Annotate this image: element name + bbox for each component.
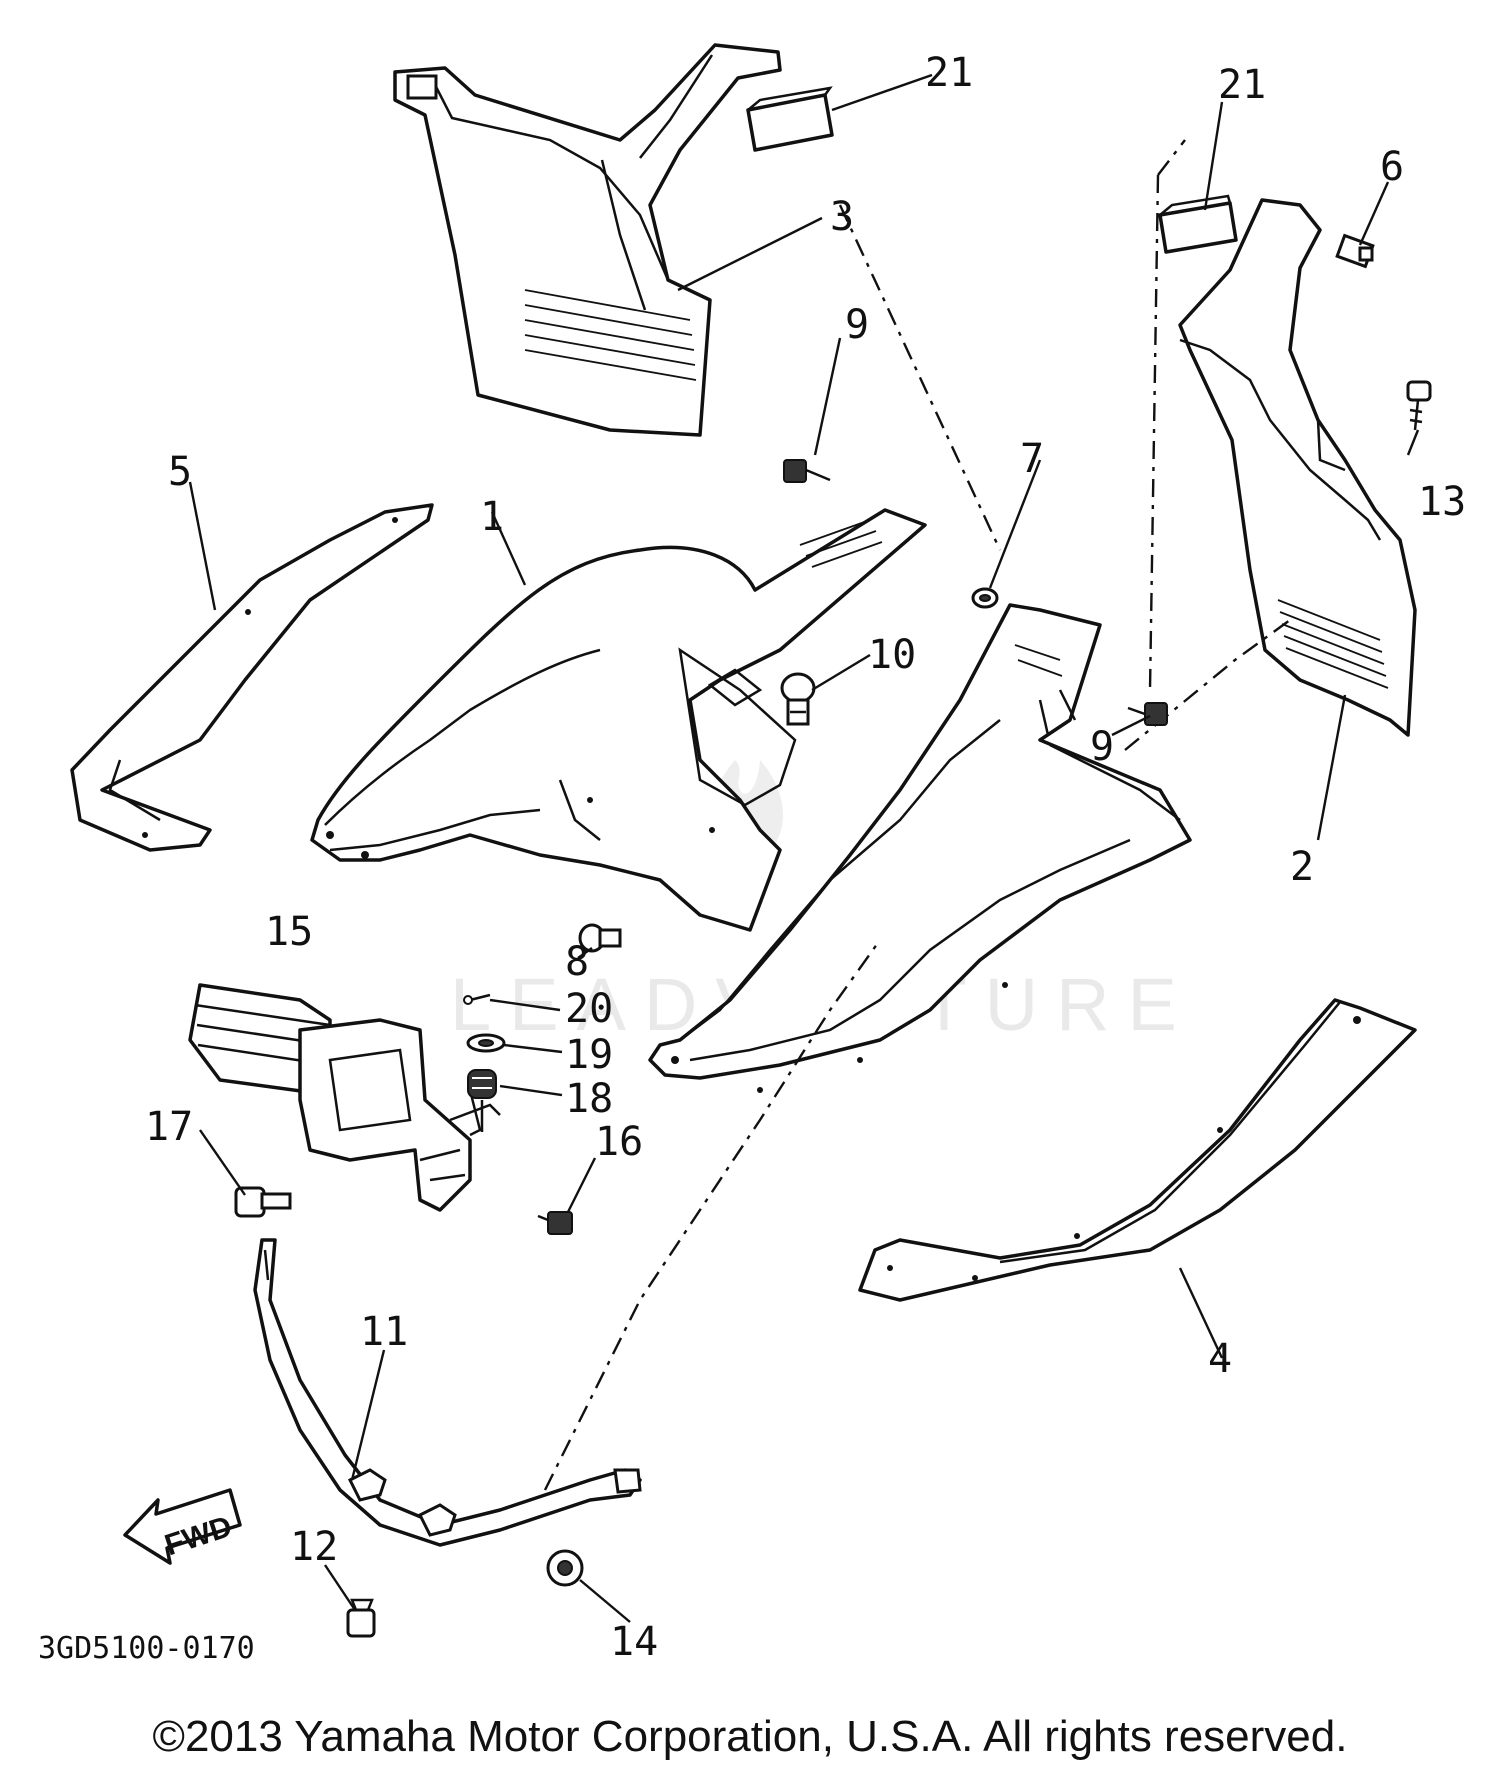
callout-4: 4	[1208, 1336, 1232, 1382]
callout-14: 14	[610, 1619, 658, 1665]
washer-7-icon	[971, 587, 999, 609]
nut-14-icon	[546, 1549, 584, 1587]
part-3-left-side-cover	[393, 43, 782, 437]
nut-16-icon	[537, 1211, 573, 1235]
callout-8: 8	[565, 939, 589, 985]
callout-20: 20	[565, 986, 613, 1032]
washer-19-icon	[466, 1033, 506, 1053]
bolt-8-icon	[578, 923, 622, 953]
callout-1: 1	[480, 494, 504, 540]
callout-7: 7	[1020, 436, 1044, 482]
callout-13: 13	[1418, 479, 1466, 525]
bolt-9-upper-icon	[783, 459, 831, 483]
bolt-12-icon	[346, 1598, 376, 1638]
pin-20-icon	[463, 993, 491, 1005]
leader-lines	[188, 73, 1420, 1623]
grommet-10-icon	[780, 672, 816, 726]
part-21-pad-left	[746, 86, 834, 152]
callout-17: 17	[145, 1104, 193, 1150]
callout-2: 2	[1290, 844, 1314, 890]
copyright-notice: ©2013 Yamaha Motor Corporation, U.S.A. A…	[152, 1712, 1348, 1761]
callout-21-right: 21	[1218, 62, 1266, 108]
part-1-front-fender	[648, 603, 1192, 1093]
callouts: 21 21 6 3 9 7 13 5 1 10 9 2 8 15 20 19 1…	[38, 50, 1466, 1666]
bolt-17-icon	[234, 1186, 292, 1218]
part-2-right-side-cover	[1178, 198, 1417, 737]
callout-5: 5	[168, 449, 192, 495]
callout-16: 16	[595, 1119, 643, 1165]
part-21-pad-right	[1158, 194, 1238, 254]
callout-3: 3	[830, 194, 854, 240]
screw-13-icon	[1406, 380, 1432, 431]
part-15-carrier	[188, 983, 501, 1212]
callout-15: 15	[265, 909, 313, 955]
callout-21-top: 21	[925, 50, 973, 96]
callout-10: 10	[868, 632, 916, 678]
centerlines	[543, 139, 1291, 1491]
part-5-rear-flap	[70, 503, 434, 852]
bolt-9-lower-icon	[1127, 702, 1168, 726]
damper-18-icon	[467, 1069, 497, 1132]
part-4-mud-flap	[858, 998, 1417, 1302]
part-1-rear-fender	[310, 508, 927, 932]
callout-9-upper: 9	[845, 302, 869, 348]
callout-9-lower: 9	[1090, 724, 1114, 770]
bolt-6-icon	[1335, 233, 1375, 269]
part-11-stay	[253, 1238, 642, 1547]
diagram-code: 3GD5100-0170	[38, 1631, 255, 1666]
callout-11: 11	[360, 1309, 408, 1355]
callout-19: 19	[565, 1032, 613, 1078]
callout-12: 12	[290, 1524, 338, 1570]
fwd-arrow: FWD	[123, 1488, 242, 1565]
callout-6: 6	[1380, 144, 1404, 190]
hardware	[234, 233, 1432, 1638]
callout-18: 18	[565, 1076, 613, 1122]
